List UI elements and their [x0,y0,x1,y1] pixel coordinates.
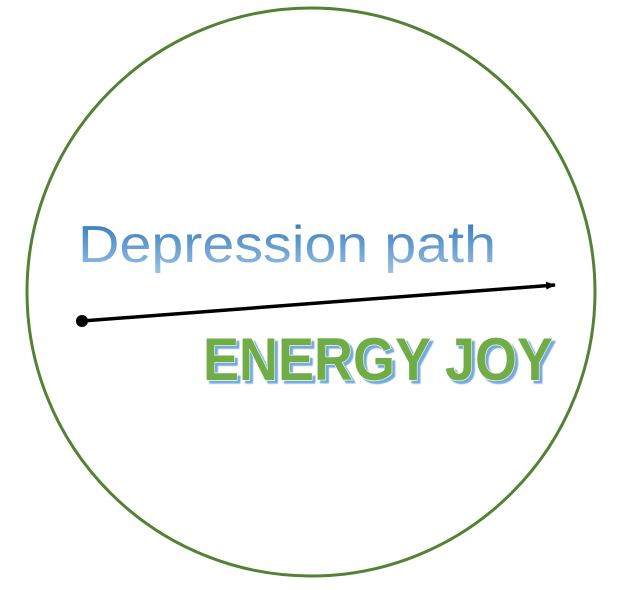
depression-path-label: Depression path [78,216,496,274]
arrow-start-dot [76,315,88,327]
path-arrow [81,281,556,323]
boundary-circle [25,6,597,578]
energy-joy-label: ENERGY JOY [203,326,553,393]
